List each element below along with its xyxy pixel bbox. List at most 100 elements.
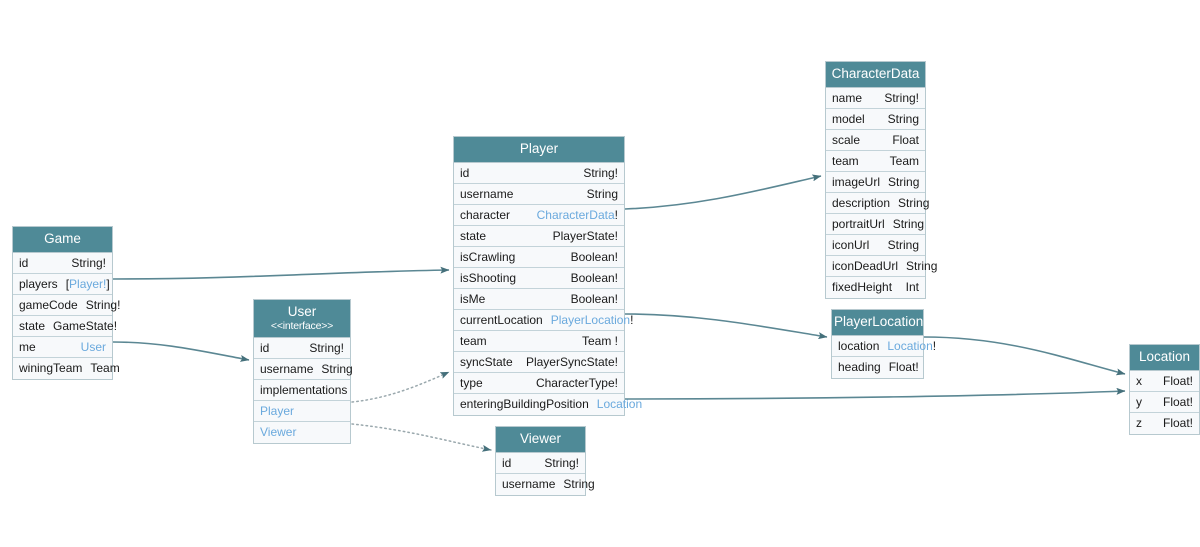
field-player-isshooting: isShooting Boolean! [454,267,624,289]
field-type: Float! [888,360,919,375]
entity-viewer[interactable]: Viewer id String! username String [495,426,595,496]
field-type: Boolean! [570,291,618,306]
field-type: String [321,361,353,376]
field-characterdata-portraiturl: portraitUrl String [826,213,925,235]
field-name: username [260,361,314,376]
field-type: String [898,195,930,210]
field-name: me [19,339,36,354]
field-name: heading [838,360,881,375]
bracket-close: ] [106,276,110,291]
field-location-z: z Float! [1130,412,1199,434]
field-characterdata-model: model String [826,108,925,130]
field-type: [Player!] [58,277,110,291]
field-type: String [888,174,920,189]
field-playerlocation-heading: heading Float! [832,356,923,378]
field-viewer-username: username String [496,473,595,495]
type-link[interactable]: CharacterData [536,207,615,222]
entity-user-header: User <<interface>> [254,300,350,338]
field-name: x [1136,373,1142,388]
field-name: state [19,318,46,333]
field-type: Float! [1162,373,1193,388]
type-link[interactable]: PlayerLocation [550,312,631,327]
field-type: CharacterData! [529,208,618,222]
field-game-winingteam: winingTeam Team [13,357,120,379]
field-name: iconUrl [832,237,870,252]
implementation-name: Player [260,403,295,418]
field-type: String! [85,297,121,312]
field-player-syncstate: syncState PlayerSyncState! [454,351,624,373]
field-name: state [460,228,487,243]
field-player-isme: isMe Boolean! [454,288,624,310]
entity-game[interactable]: Game id String! players [Player!] gameCo… [12,226,120,380]
field-type: Float! [1162,416,1193,431]
field-type: PlayerState! [552,228,618,243]
field-name: team [832,153,859,168]
field-game-me: me User [13,336,112,358]
entity-player[interactable]: Player id String! username String charac… [453,136,642,416]
entity-location[interactable]: Location x Float! y Float! z Float! [1129,344,1200,435]
field-player-id: id String! [454,162,624,184]
section-label: implementations [260,382,348,397]
field-type: String [887,237,919,252]
field-characterdata-imageurl: imageUrl String [826,171,925,193]
field-type: String! [583,165,618,180]
field-game-id: id String! [13,252,112,274]
entity-player-header: Player [454,137,624,163]
field-type: String [586,186,618,201]
edge-user-implements-viewer [351,423,492,452]
edge-game-players-player [112,266,450,280]
entity-characterdata[interactable]: CharacterData name String! model String … [825,61,937,299]
non-null-marker: ! [614,207,618,222]
type-link[interactable]: Player! [69,276,107,291]
field-player-state: state PlayerState! [454,225,624,247]
field-name: location [838,338,880,353]
field-name: team [460,333,487,348]
field-type: PlayerSyncState! [525,354,618,369]
type-link[interactable]: Location [887,338,933,353]
entity-playerlocation[interactable]: PlayerLocation location Location! headin… [831,309,936,379]
field-characterdata-iconurl: iconUrl String [826,234,925,256]
type-link[interactable]: User [80,339,106,354]
field-characterdata-name: name String! [826,87,925,109]
field-user-id: id String! [254,337,350,359]
field-player-iscrawling: isCrawling Boolean! [454,246,624,268]
field-game-players: players [Player!] [13,273,112,295]
field-type: Team ! [581,333,618,348]
field-type: String [887,111,919,126]
field-type: String! [309,340,344,355]
field-name: model [832,111,865,126]
edge-game-me-user [112,341,250,362]
field-name: winingTeam [19,361,83,376]
field-type: String [892,216,925,231]
entity-location-title: Location [1138,349,1191,364]
entity-game-title: Game [44,231,81,246]
type-link[interactable]: Location [596,397,643,412]
field-type: String! [544,455,579,470]
field-location-x: x Float! [1130,370,1199,392]
non-null-marker: ! [932,338,937,353]
field-name: gameCode [19,297,78,312]
field-name: players [19,276,58,291]
field-type: GameState! [53,318,118,333]
field-type: CharacterType! [535,375,618,390]
field-name: currentLocation [460,312,543,327]
field-type: String! [884,90,919,105]
user-implementation-viewer[interactable]: Viewer [254,421,350,443]
field-name: character [460,207,511,222]
field-name: z [1136,416,1142,431]
field-type: Boolean! [570,270,618,285]
field-name: type [460,375,483,390]
field-characterdata-scale: scale Float [826,129,925,151]
edge-user-implements-player [351,371,450,403]
user-implementation-player[interactable]: Player [254,400,350,422]
user-implementations-label: implementations [254,379,350,401]
field-name: fixedHeight [832,280,893,295]
field-user-username: username String [254,358,353,380]
entity-user[interactable]: User <<interface>> id String! username S… [253,299,353,444]
field-name: portraitUrl [832,216,885,231]
entity-player-title: Player [519,141,559,156]
bracket-open: [ [65,276,70,291]
field-name: scale [832,132,861,147]
field-player-character: character CharacterData! [454,204,624,226]
